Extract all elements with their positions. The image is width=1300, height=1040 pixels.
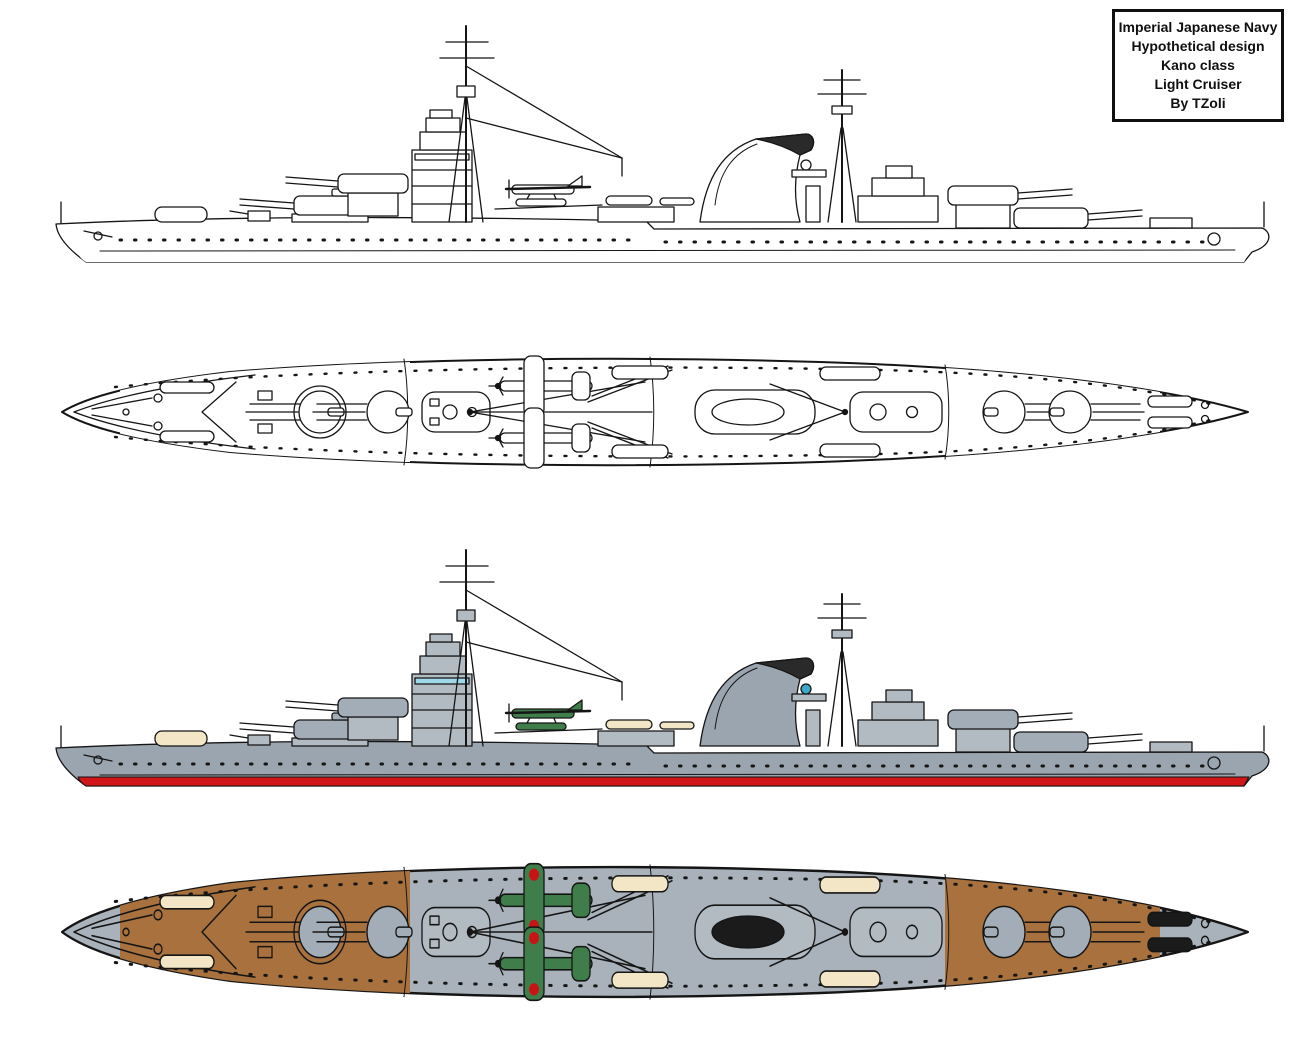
view-profile-linework — [54, 24, 1271, 264]
title-line-navy: Imperial Japanese Navy — [1118, 19, 1278, 35]
title-line-author: By TZoli — [1170, 95, 1226, 111]
title-box: Imperial Japanese Navy Hypothetical desi… — [1112, 9, 1284, 122]
view-plan-colored — [62, 859, 1248, 1005]
title-line-class: Kano class — [1161, 57, 1235, 73]
view-profile-colored — [54, 548, 1271, 788]
title-line-design: Hypothetical design — [1131, 38, 1265, 54]
view-plan-linework — [62, 352, 1248, 472]
title-line-type: Light Cruiser — [1154, 76, 1242, 92]
